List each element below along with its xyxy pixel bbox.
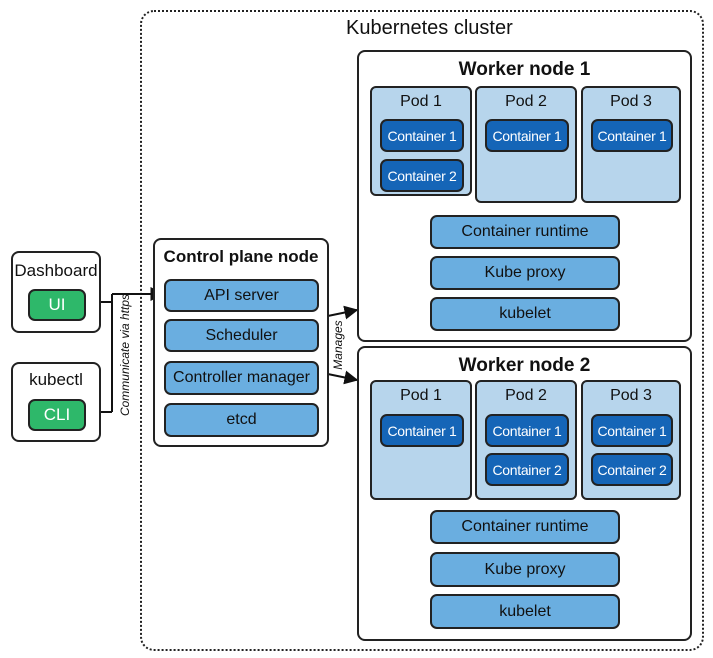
container-1[interactable]: Container 1 [380, 119, 464, 152]
pod-name: Pod 2 [505, 387, 547, 404]
container-1[interactable]: Container 1 [380, 414, 464, 447]
dashboard-client: Dashboard UI [11, 251, 101, 333]
container-2[interactable]: Container 2 [591, 453, 673, 486]
worker-node-2: Worker node 2 Pod 1 Container 1 Pod 2 Co… [357, 346, 692, 641]
pod-name: Pod 3 [610, 387, 652, 404]
kube-proxy-service[interactable]: Kube proxy [430, 256, 620, 290]
pod-name: Pod 3 [610, 93, 652, 110]
kubectl-client: kubectl CLI [11, 362, 101, 442]
etcd-component[interactable]: etcd [164, 403, 319, 437]
kubernetes-cluster-boundary [140, 10, 704, 651]
control-plane-title: Control plane node [163, 247, 319, 266]
container-1[interactable]: Container 1 [591, 119, 673, 152]
worker1-pod-1[interactable]: Pod 1 Container 1 Container 2 [370, 86, 472, 196]
worker1-pod-2[interactable]: Pod 2 Container 1 [475, 86, 577, 203]
kubelet-service[interactable]: kubelet [430, 297, 620, 331]
kube-proxy-service[interactable]: Kube proxy [430, 552, 620, 587]
worker1-pod-3[interactable]: Pod 3 Container 1 [581, 86, 681, 203]
controller-manager-component[interactable]: Controller manager [164, 361, 319, 395]
container-2[interactable]: Container 2 [380, 159, 464, 192]
cluster-title: Kubernetes cluster [346, 17, 513, 39]
pod-name: Pod 2 [505, 93, 547, 110]
kubelet-service[interactable]: kubelet [430, 594, 620, 629]
container-2[interactable]: Container 2 [485, 453, 569, 486]
worker-node-1-title: Worker node 1 [458, 59, 591, 80]
cli-button[interactable]: CLI [28, 399, 86, 431]
scheduler-component[interactable]: Scheduler [164, 319, 319, 352]
container-runtime-service[interactable]: Container runtime [430, 215, 620, 249]
kubectl-title: kubectl [29, 370, 83, 389]
container-1[interactable]: Container 1 [591, 414, 673, 447]
container-1[interactable]: Container 1 [485, 119, 569, 152]
api-server-component[interactable]: API server [164, 279, 319, 312]
manages-label: Manages [331, 320, 345, 370]
control-plane-node: Control plane node API server Scheduler … [153, 238, 329, 447]
pod-name: Pod 1 [400, 387, 442, 404]
container-runtime-service[interactable]: Container runtime [430, 510, 620, 544]
dashboard-title: Dashboard [14, 261, 98, 280]
container-1[interactable]: Container 1 [485, 414, 569, 447]
worker-node-1: Worker node 1 Pod 1 Container 1 Containe… [357, 50, 692, 342]
worker2-pod-3[interactable]: Pod 3 Container 1 Container 2 [581, 380, 681, 500]
pod-name: Pod 1 [400, 93, 442, 110]
communicate-via-https-label: Communicate via https [118, 293, 132, 417]
worker2-pod-1[interactable]: Pod 1 Container 1 [370, 380, 472, 500]
worker-node-2-title: Worker node 2 [458, 355, 591, 376]
ui-button[interactable]: UI [28, 289, 86, 321]
worker2-pod-2[interactable]: Pod 2 Container 1 Container 2 [475, 380, 577, 500]
